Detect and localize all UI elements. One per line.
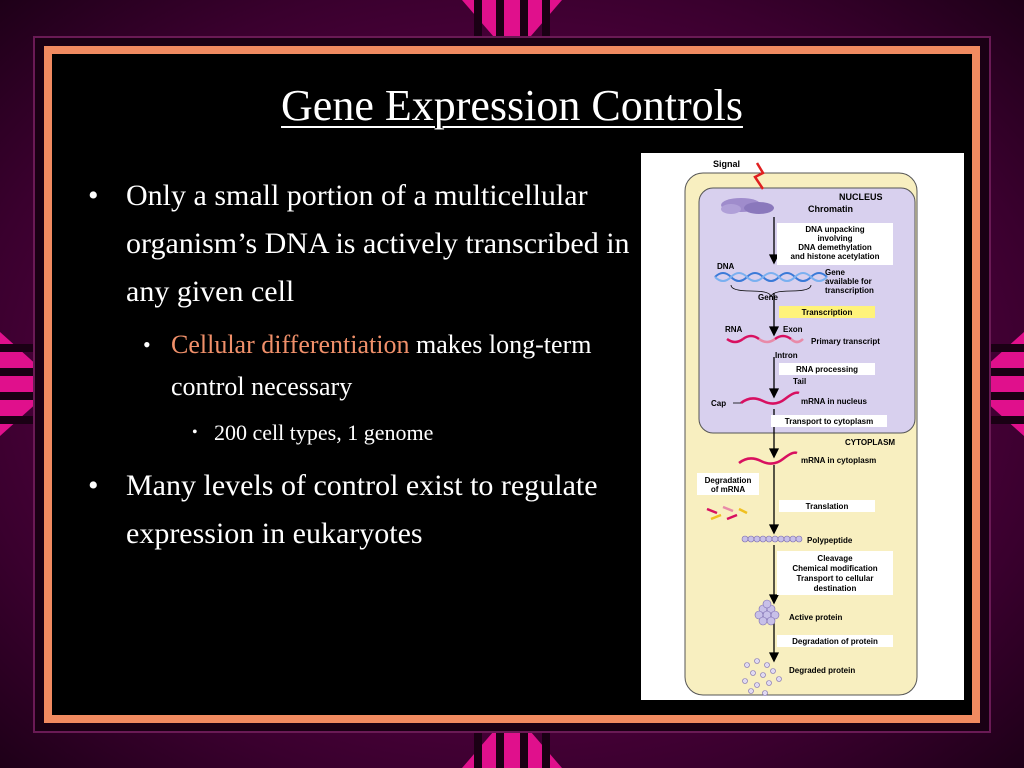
transport-label: Transport to cytoplasm bbox=[785, 417, 873, 426]
active-protein-icon bbox=[754, 599, 780, 626]
translation-label: Translation bbox=[806, 502, 849, 511]
rna-processing-label: RNA processing bbox=[796, 365, 858, 374]
chromatin-label: Chromatin bbox=[808, 204, 853, 214]
bullet-item: • Many levels of control exist to regula… bbox=[88, 462, 633, 558]
bullet-text: Only a small portion of a multicellular … bbox=[126, 179, 630, 308]
bottom-ornament bbox=[462, 710, 562, 768]
active-protein-label: Active protein bbox=[789, 613, 842, 622]
gene-available-label: transcription bbox=[825, 286, 874, 295]
bullet-dot-icon: • bbox=[88, 179, 99, 212]
mrna-cytoplasm-icon bbox=[738, 451, 798, 465]
mrna-cytoplasm-label: mRNA in cytoplasm bbox=[801, 456, 876, 465]
intron-label: Intron bbox=[775, 351, 798, 360]
highlight-term: Cellular differentiation bbox=[171, 330, 410, 359]
slide-title: Gene Expression Controls bbox=[281, 81, 743, 130]
cap-label: Cap bbox=[711, 399, 726, 408]
modification-label: Transport to cellular bbox=[797, 574, 874, 583]
degradation-mrna-label: Degradation bbox=[705, 476, 752, 485]
bullet-dot-icon: • bbox=[192, 424, 198, 441]
gene-available-label: available for bbox=[825, 277, 872, 286]
sub-sub-bullet-text: 200 cell types, 1 genome bbox=[214, 420, 434, 445]
unpacking-label: and histone acetylation bbox=[791, 252, 880, 261]
gene-expression-diagram: Signal NUCLEUS Chromatin DNA unpacking i… bbox=[641, 153, 964, 700]
primary-transcript-icon bbox=[726, 334, 804, 344]
signal-label: Signal bbox=[713, 159, 740, 169]
modification-label: Cleavage bbox=[817, 554, 853, 563]
gene-available-label: Gene bbox=[825, 268, 846, 277]
sub-sub-bullet-item: • 200 cell types, 1 genome bbox=[88, 416, 633, 450]
dna-label: DNA bbox=[717, 262, 735, 271]
top-ornament bbox=[462, 0, 562, 58]
degraded-protein-icon bbox=[742, 658, 782, 696]
dna-helix-icon bbox=[714, 272, 828, 282]
modification-label: Chemical modification bbox=[792, 564, 877, 573]
tail-label: Tail bbox=[793, 377, 806, 386]
modification-label: destination bbox=[814, 584, 857, 593]
transcription-label: Transcription bbox=[802, 308, 853, 317]
degraded-protein-label: Degraded protein bbox=[789, 666, 855, 675]
polypeptide-label: Polypeptide bbox=[807, 536, 853, 545]
degraded-mrna-icon bbox=[706, 505, 748, 521]
sub-bullet-item: • Cellular differentiation makes long-te… bbox=[88, 324, 633, 408]
exon-label: Exon bbox=[783, 325, 803, 334]
degradation-protein-label: Degradation of protein bbox=[792, 637, 878, 646]
gene-label: Gene bbox=[758, 293, 779, 302]
polypeptide-icon bbox=[741, 535, 803, 543]
mrna-nucleus-label: mRNA in nucleus bbox=[801, 397, 867, 406]
left-ornament bbox=[0, 332, 58, 436]
nucleus-label: NUCLEUS bbox=[839, 192, 883, 202]
rna-label: RNA bbox=[725, 325, 743, 334]
bullet-item: • Only a small portion of a multicellula… bbox=[88, 172, 633, 316]
bullet-dot-icon: • bbox=[88, 469, 99, 502]
unpacking-label: DNA unpacking bbox=[805, 225, 864, 234]
mrna-nucleus-icon bbox=[740, 391, 800, 405]
bullet-dot-icon: • bbox=[143, 332, 151, 357]
bullet-text: Many levels of control exist to regulate… bbox=[126, 469, 598, 550]
unpacking-label: involving bbox=[817, 234, 852, 243]
unpacking-label: DNA demethylation bbox=[798, 243, 872, 252]
cytoplasm-label: CYTOPLASM bbox=[845, 438, 895, 447]
signal-bolt-icon bbox=[753, 162, 765, 190]
bullet-list: • Only a small portion of a multicellula… bbox=[88, 172, 633, 566]
chromatin-icon bbox=[721, 198, 774, 214]
degradation-mrna-label: of mRNA bbox=[711, 485, 745, 494]
sub-bullet-text: makes long-term control necessary bbox=[171, 330, 592, 401]
primary-transcript-label: Primary transcript bbox=[811, 337, 880, 346]
right-ornament bbox=[966, 332, 1024, 436]
